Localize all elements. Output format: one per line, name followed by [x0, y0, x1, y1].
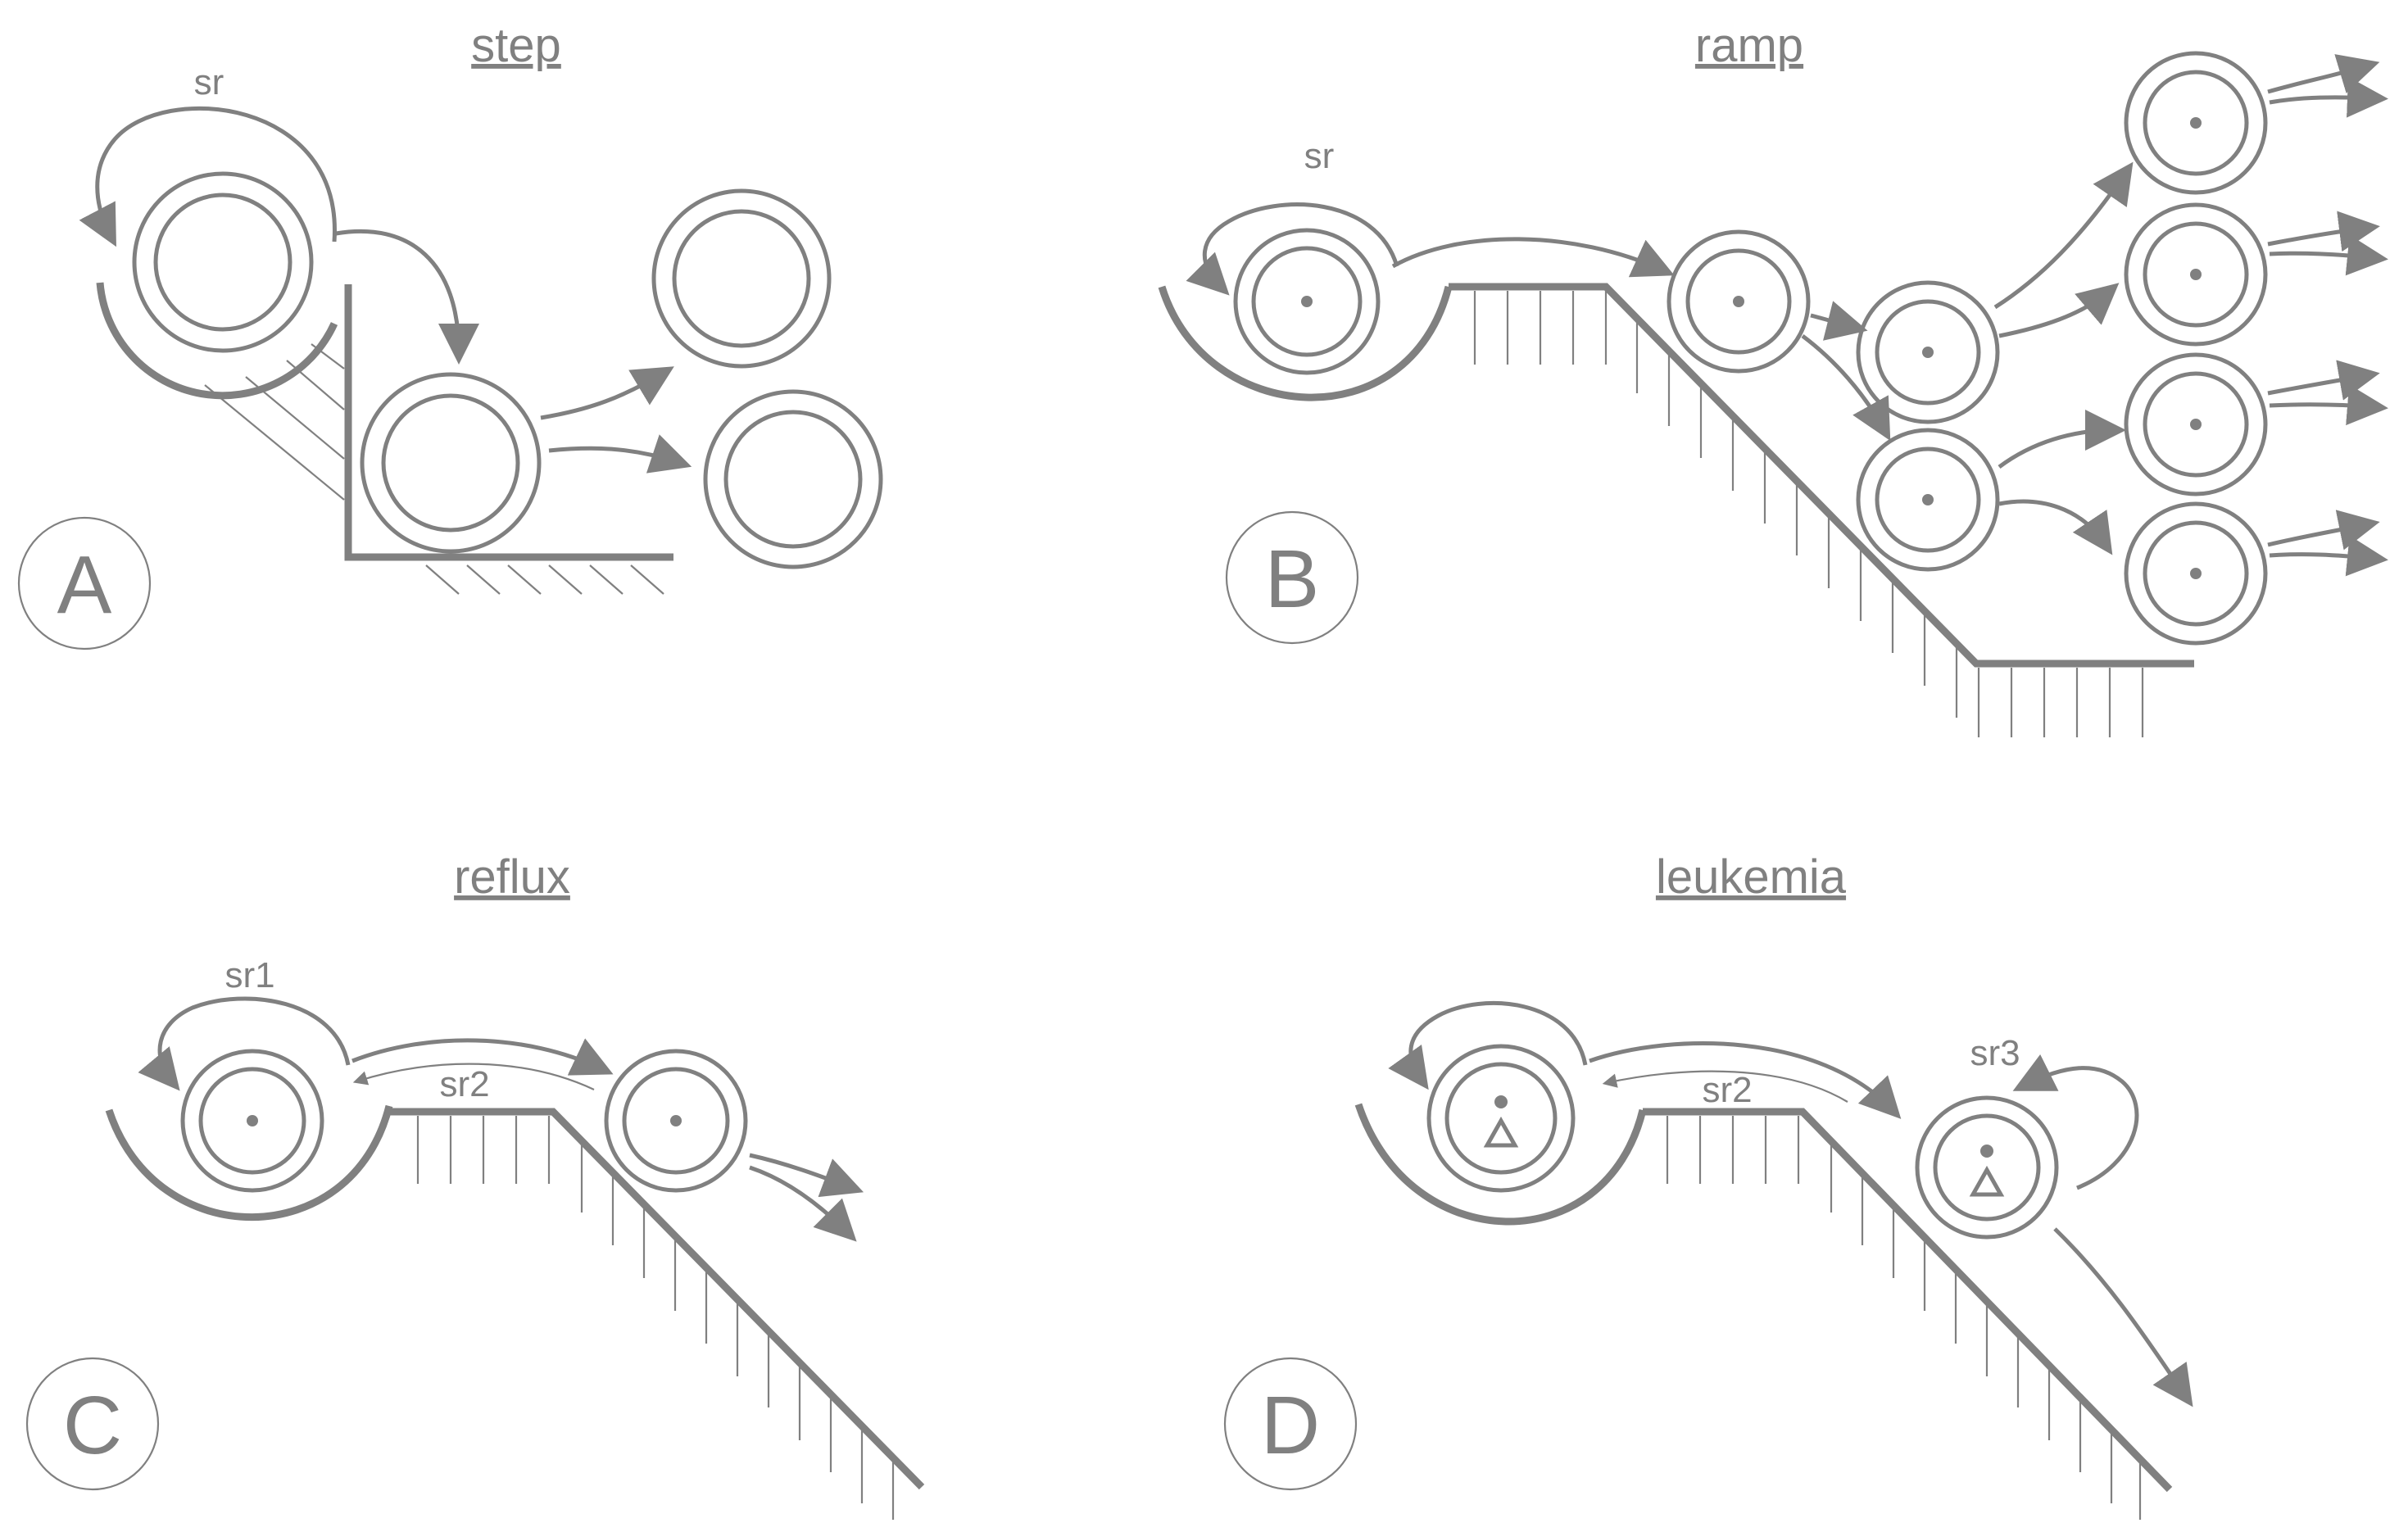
panel-b-out-arrow-4 [1998, 499, 2113, 555]
panel-b-sr-label: sr [1304, 136, 1335, 176]
panel-d: leukemia sr2 sr3 [1223, 850, 2193, 1520]
panel-c-output-arrow-1 [749, 1153, 864, 1198]
panel-c-letter-circle [25, 1357, 160, 1491]
panel-b-letter: B [1265, 533, 1320, 625]
panel-d-forward-arrow [1589, 1041, 1902, 1119]
panel-d-leukemic-cell [1915, 1095, 2059, 1240]
panel-a-sr-label: sr [194, 62, 224, 102]
panel-c-letter: C [63, 1380, 122, 1471]
panel-a-letter: A [57, 539, 112, 631]
panel-a-step-line [344, 284, 673, 561]
panel-b-title: ramp [1695, 19, 1803, 72]
panel-c-progenitor-cell [604, 1049, 748, 1193]
panel-a: step sr [17, 19, 883, 650]
panel-d-self-renewal-arrow [1388, 1001, 1588, 1090]
panel-b-mid-cell-2 [1856, 428, 2000, 572]
panel-b-ramp-line [1449, 283, 2194, 668]
panel-b-mature-cell-3 [2124, 352, 2268, 496]
panel-d-ramp-line [1643, 1108, 2173, 1493]
panel-d-letter-circle [1223, 1357, 1358, 1491]
panel-b: ramp sr [1158, 19, 2388, 737]
panel-a-descent-arrow [335, 229, 479, 365]
panel-b-stem-cell [1233, 228, 1381, 375]
panel-a-niche-arc [96, 282, 338, 400]
panel-a-stem-cell [132, 171, 314, 353]
panel-d-letter: D [1261, 1380, 1320, 1471]
panel-a-output-cell-1 [651, 188, 832, 369]
panel-b-mature-cell-4 [2124, 501, 2268, 646]
panel-d-output-arrow [2053, 1227, 2193, 1407]
panel-b-out-arrow-1 [1993, 161, 2134, 310]
panel-b-out-arrow-2 [1998, 283, 2120, 338]
panel-d-reflux-arrow [1602, 1070, 1848, 1103]
panel-c-sr1-arrow [138, 996, 351, 1091]
panel-b-hatching [1473, 291, 2144, 737]
panel-c-ramp-line [389, 1108, 925, 1490]
panel-d-mutation-triangle-icon [1483, 1116, 1519, 1148]
panel-b-progenitor-cell [1667, 229, 1811, 374]
panel-b-exit-arrows [2267, 54, 2388, 577]
panel-d-niche-arc [1354, 1103, 1647, 1226]
panel-a-output-arrow-2 [548, 434, 692, 474]
panel-b-split-arrow-1 [1810, 301, 1868, 341]
panel-c-reflux-arrow [352, 1063, 595, 1090]
panel-c-sr1-label: sr1 [224, 955, 274, 995]
panel-d-sr3-label: sr3 [1970, 1033, 2020, 1073]
panel-d-stem-cell [1426, 1044, 1576, 1193]
panel-a-letter-circle [17, 516, 152, 650]
panel-b-mid-cell-1 [1856, 280, 2000, 424]
panel-c-stem-cell [180, 1049, 324, 1193]
panel-b-mature-cell-2 [2124, 202, 2268, 347]
panel-b-mature-cell-1 [2124, 51, 2268, 195]
panel-a-output-arrow-1 [540, 366, 674, 420]
panel-b-transfer-arrow [1391, 237, 1675, 278]
panel-a-step-cell [360, 372, 542, 554]
panel-b-split-arrow-2 [1801, 334, 1891, 442]
panel-c-hatching [416, 1116, 895, 1520]
panel-b-letter-circle [1225, 510, 1359, 645]
panel-b-self-renewal-arrow [1186, 202, 1399, 296]
panel-c-niche-arc [105, 1104, 393, 1221]
panel-d-hatching [1666, 1116, 2142, 1520]
panel-c-title: reflux [454, 850, 570, 904]
panel-d-sr3-arrow [2012, 1054, 2139, 1190]
panel-b-out-arrow-3 [1998, 410, 2126, 469]
panel-c-output-arrow-2 [749, 1165, 857, 1242]
panel-d-leukemic-triangle-icon [1969, 1165, 2005, 1197]
panel-a-title: step [471, 19, 561, 72]
panel-c-sr2-label: sr2 [439, 1064, 489, 1104]
panel-d-title: leukemia [1656, 850, 1847, 904]
panel-c: reflux sr1 sr2 [25, 850, 925, 1520]
panel-b-niche-arc [1158, 285, 1453, 401]
panel-a-output-cell-2 [703, 389, 883, 569]
panel-c-forward-arrow [351, 1038, 614, 1076]
panel-a-self-renewal-arrow [79, 106, 337, 247]
panel-d-sr2-label: sr2 [1702, 1070, 1752, 1110]
